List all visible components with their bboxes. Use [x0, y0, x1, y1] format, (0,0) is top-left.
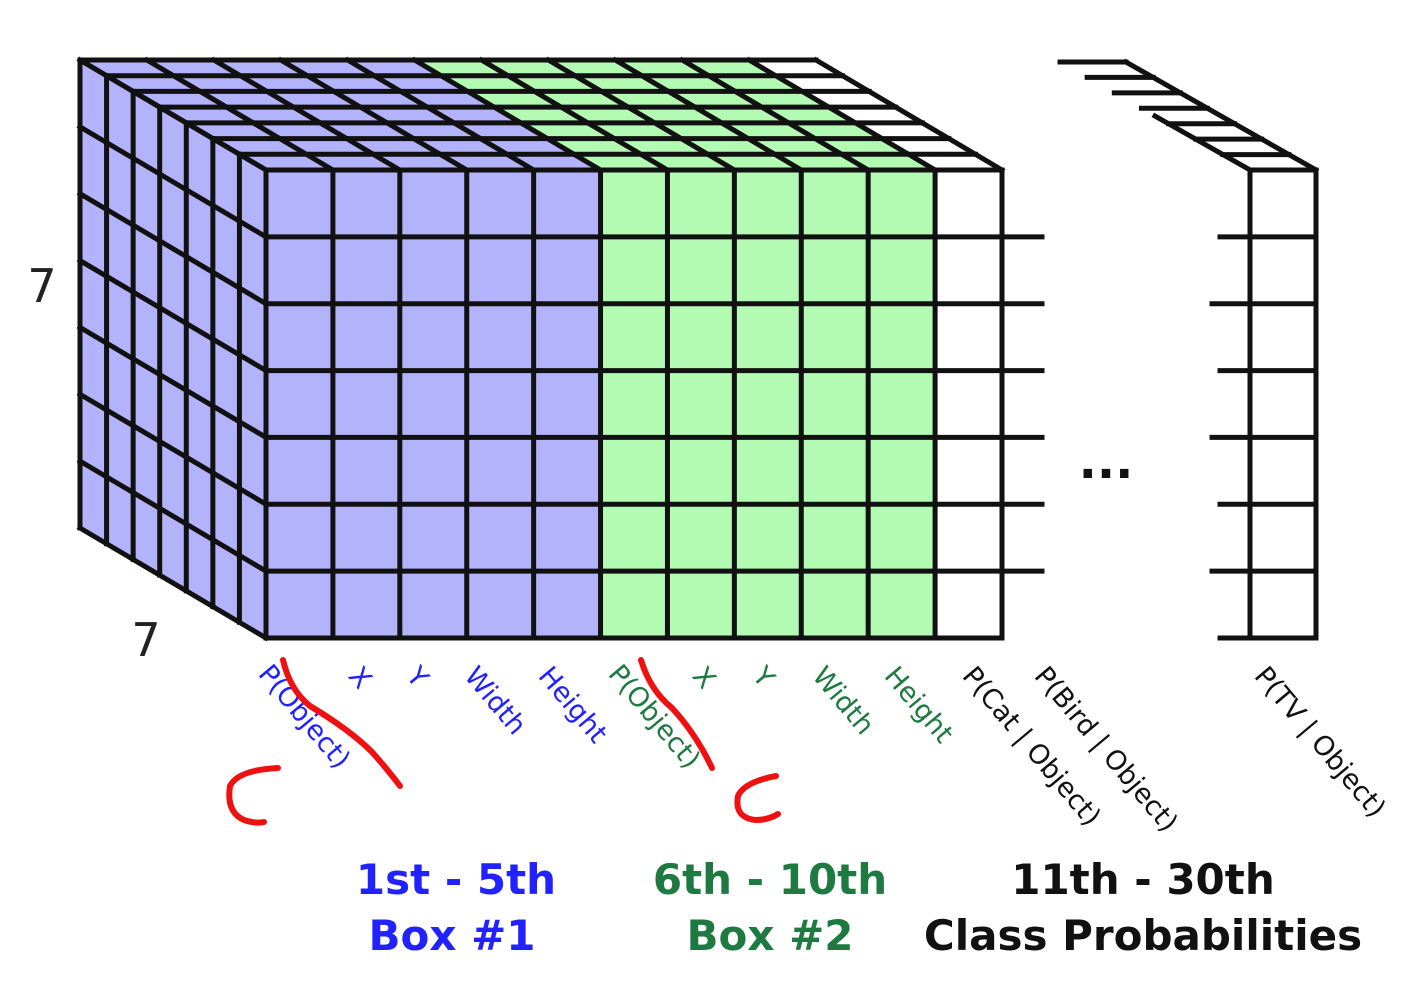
last-channel-fill [1250, 170, 1316, 638]
top-column-line [143, 56, 337, 174]
front-face-box2-fill [600, 170, 936, 638]
box2-name: Box #2 [687, 911, 854, 960]
tensor-fills [80, 60, 1316, 638]
side-face-fill [80, 60, 266, 638]
front-face-box1-fill [266, 170, 601, 638]
top-face-box2-fill [414, 60, 936, 170]
channel-label: Width [806, 661, 880, 741]
channel-label: X [342, 661, 378, 695]
depth-dimension-label: 7 [131, 613, 160, 667]
channel-label: Width [458, 661, 532, 741]
top-column-line [478, 56, 671, 174]
top-column-line [745, 56, 939, 174]
channel-label: P(Object) [252, 659, 356, 775]
strike-mark-box1 [280, 657, 403, 789]
side-row-line [76, 257, 270, 374]
side-row-line [76, 324, 270, 441]
box1-range: 1st - 5th [356, 855, 556, 904]
channel-label: P(TV | Object) [1248, 661, 1392, 824]
last-channel-top-edge [1122, 58, 1320, 174]
top-column-line [76, 56, 270, 174]
box1-name: Box #1 [369, 911, 536, 960]
top-column-line [411, 56, 604, 174]
side-row-line [76, 524, 270, 642]
group-caption-box2: 6th - 10th Box #2 [653, 855, 887, 960]
strike-mark-box2 [638, 657, 715, 771]
top-column-line [344, 56, 538, 174]
channel-label: Height [878, 661, 959, 749]
front-face-class-fill [935, 170, 1002, 638]
bracket-mark-box1 [226, 765, 281, 826]
top-column-line [277, 56, 471, 174]
channel-label: Height [532, 661, 613, 749]
channel-label: Y [399, 660, 434, 694]
side-row-line [76, 390, 270, 508]
side-row-line [76, 457, 270, 575]
top-column-line [611, 56, 805, 174]
box2-range: 6th - 10th [653, 855, 887, 904]
top-face-box1-fill [80, 60, 601, 170]
top-column-line [544, 56, 738, 174]
side-row-line [76, 190, 270, 308]
side-row-line [76, 123, 270, 241]
class-range: 11th - 30th [1011, 855, 1275, 904]
bracket-mark-box2 [734, 773, 781, 823]
red-annotations [226, 657, 781, 826]
channel-label: Y [745, 660, 780, 694]
tensor-gridlines [76, 56, 1320, 642]
last-channel-top-inner-edge [1151, 112, 1254, 174]
ellipsis: ... [1079, 434, 1134, 490]
top-column-line [812, 56, 1006, 174]
channel-label: X [686, 661, 722, 695]
group-caption-class: 11th - 30th Class Probabilities [924, 855, 1362, 960]
height-dimension-label: 7 [27, 259, 56, 313]
group-caption-box1: 1st - 5th Box #1 [356, 855, 556, 960]
top-column-line [210, 56, 404, 174]
class-name: Class Probabilities [924, 911, 1362, 960]
top-column-line [678, 56, 872, 174]
